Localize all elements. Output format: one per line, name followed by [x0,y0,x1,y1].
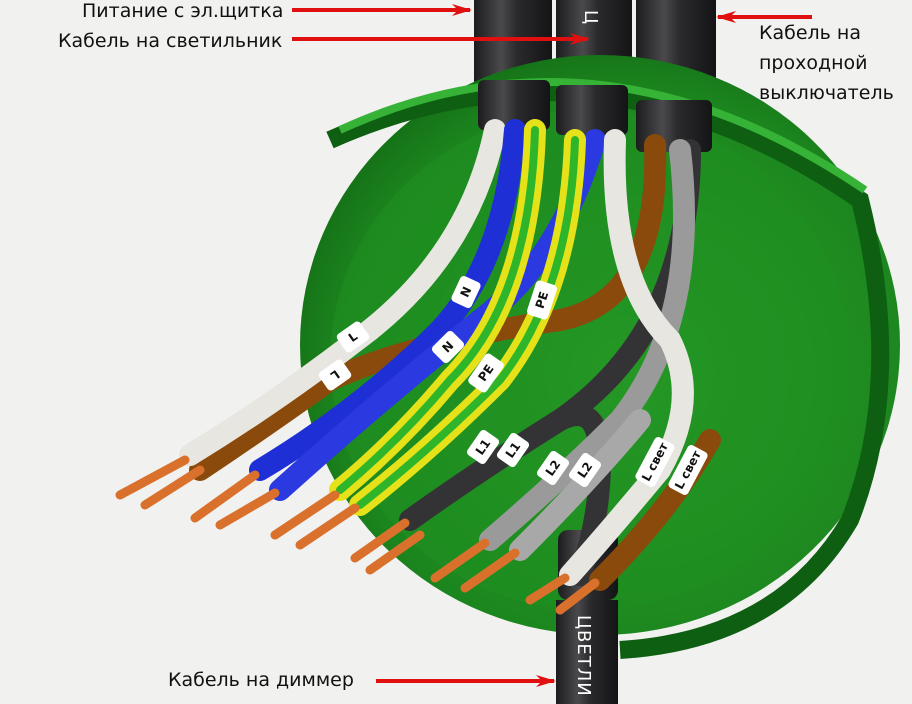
tag-sleeve [527,280,557,320]
tag-black-L1-a: L1 [466,429,500,465]
copper-end [190,470,260,523]
tag-blue-N-upper: N [451,275,481,309]
tag-label: PE [533,290,552,310]
tag-grey-L2-a: L2 [536,450,570,486]
copper-end [365,530,425,575]
cable-stub-luminaire [556,85,628,135]
tag-sleeve [318,359,352,391]
wire-tags: L L N N PE PE L1 L1 [318,275,708,495]
wire-white-L-light [559,129,694,586]
tag-white-L-upper: L [336,321,370,353]
tag-sleeve [431,330,465,364]
wire-grey-L2-a [479,139,695,551]
tag-sleeve [466,429,500,465]
tag-sleeve [468,353,504,393]
label-cable-to-passthrough-switch-line1: Кабель на [759,22,861,44]
dimmer-cable-print: ЦВЕТЛИ [573,615,594,697]
label-cable-to-passthrough-switch-line2: проходной [759,52,868,74]
tag-sleeve [635,437,675,487]
copper-end [115,455,190,500]
wire-blue-N-upper [249,119,526,481]
copper-end [295,503,360,550]
wires [179,119,721,591]
tag-sleeve [536,450,570,486]
copper-conductors [115,455,600,615]
tag-black-L1-b: L1 [496,432,530,468]
copper-end [430,538,490,583]
copper-end [525,573,570,605]
copper-end [140,465,205,510]
tag-white-L-lower: L [318,359,352,391]
tag-pe-lower: PE [468,353,504,393]
tag-sleeve [668,445,708,495]
cable-to-dimmer [556,600,618,704]
copper-end [555,578,600,615]
tag-sleeve [451,275,481,309]
tag-blue-N-lower: N [431,330,465,364]
wire-pe-upper-stripe [336,126,539,494]
copper-end [270,490,340,540]
copper-end [215,488,280,530]
label-cable-to-dimmer: Кабель на диммер [168,669,354,691]
copper-end [460,548,520,593]
tag-sleeve [568,452,602,488]
top-cable-print: Ц [580,10,601,25]
tag-sleeve [336,321,370,353]
copper-end [350,518,410,563]
cable-stub-power [478,80,550,130]
tag-grey-L2-b: L2 [568,452,602,488]
wire-pe-lower-stripe [356,136,579,509]
tag-sleeve [496,432,530,468]
label-cable-to-luminaire: Кабель на светильник [58,30,283,52]
label-cable-to-passthrough-switch-line3: выключатель [759,82,894,104]
tag-pe-upper: PE [527,280,557,320]
label-power-from-panel: Питание с эл.щитка [82,0,284,22]
wire-white-L [179,119,506,466]
